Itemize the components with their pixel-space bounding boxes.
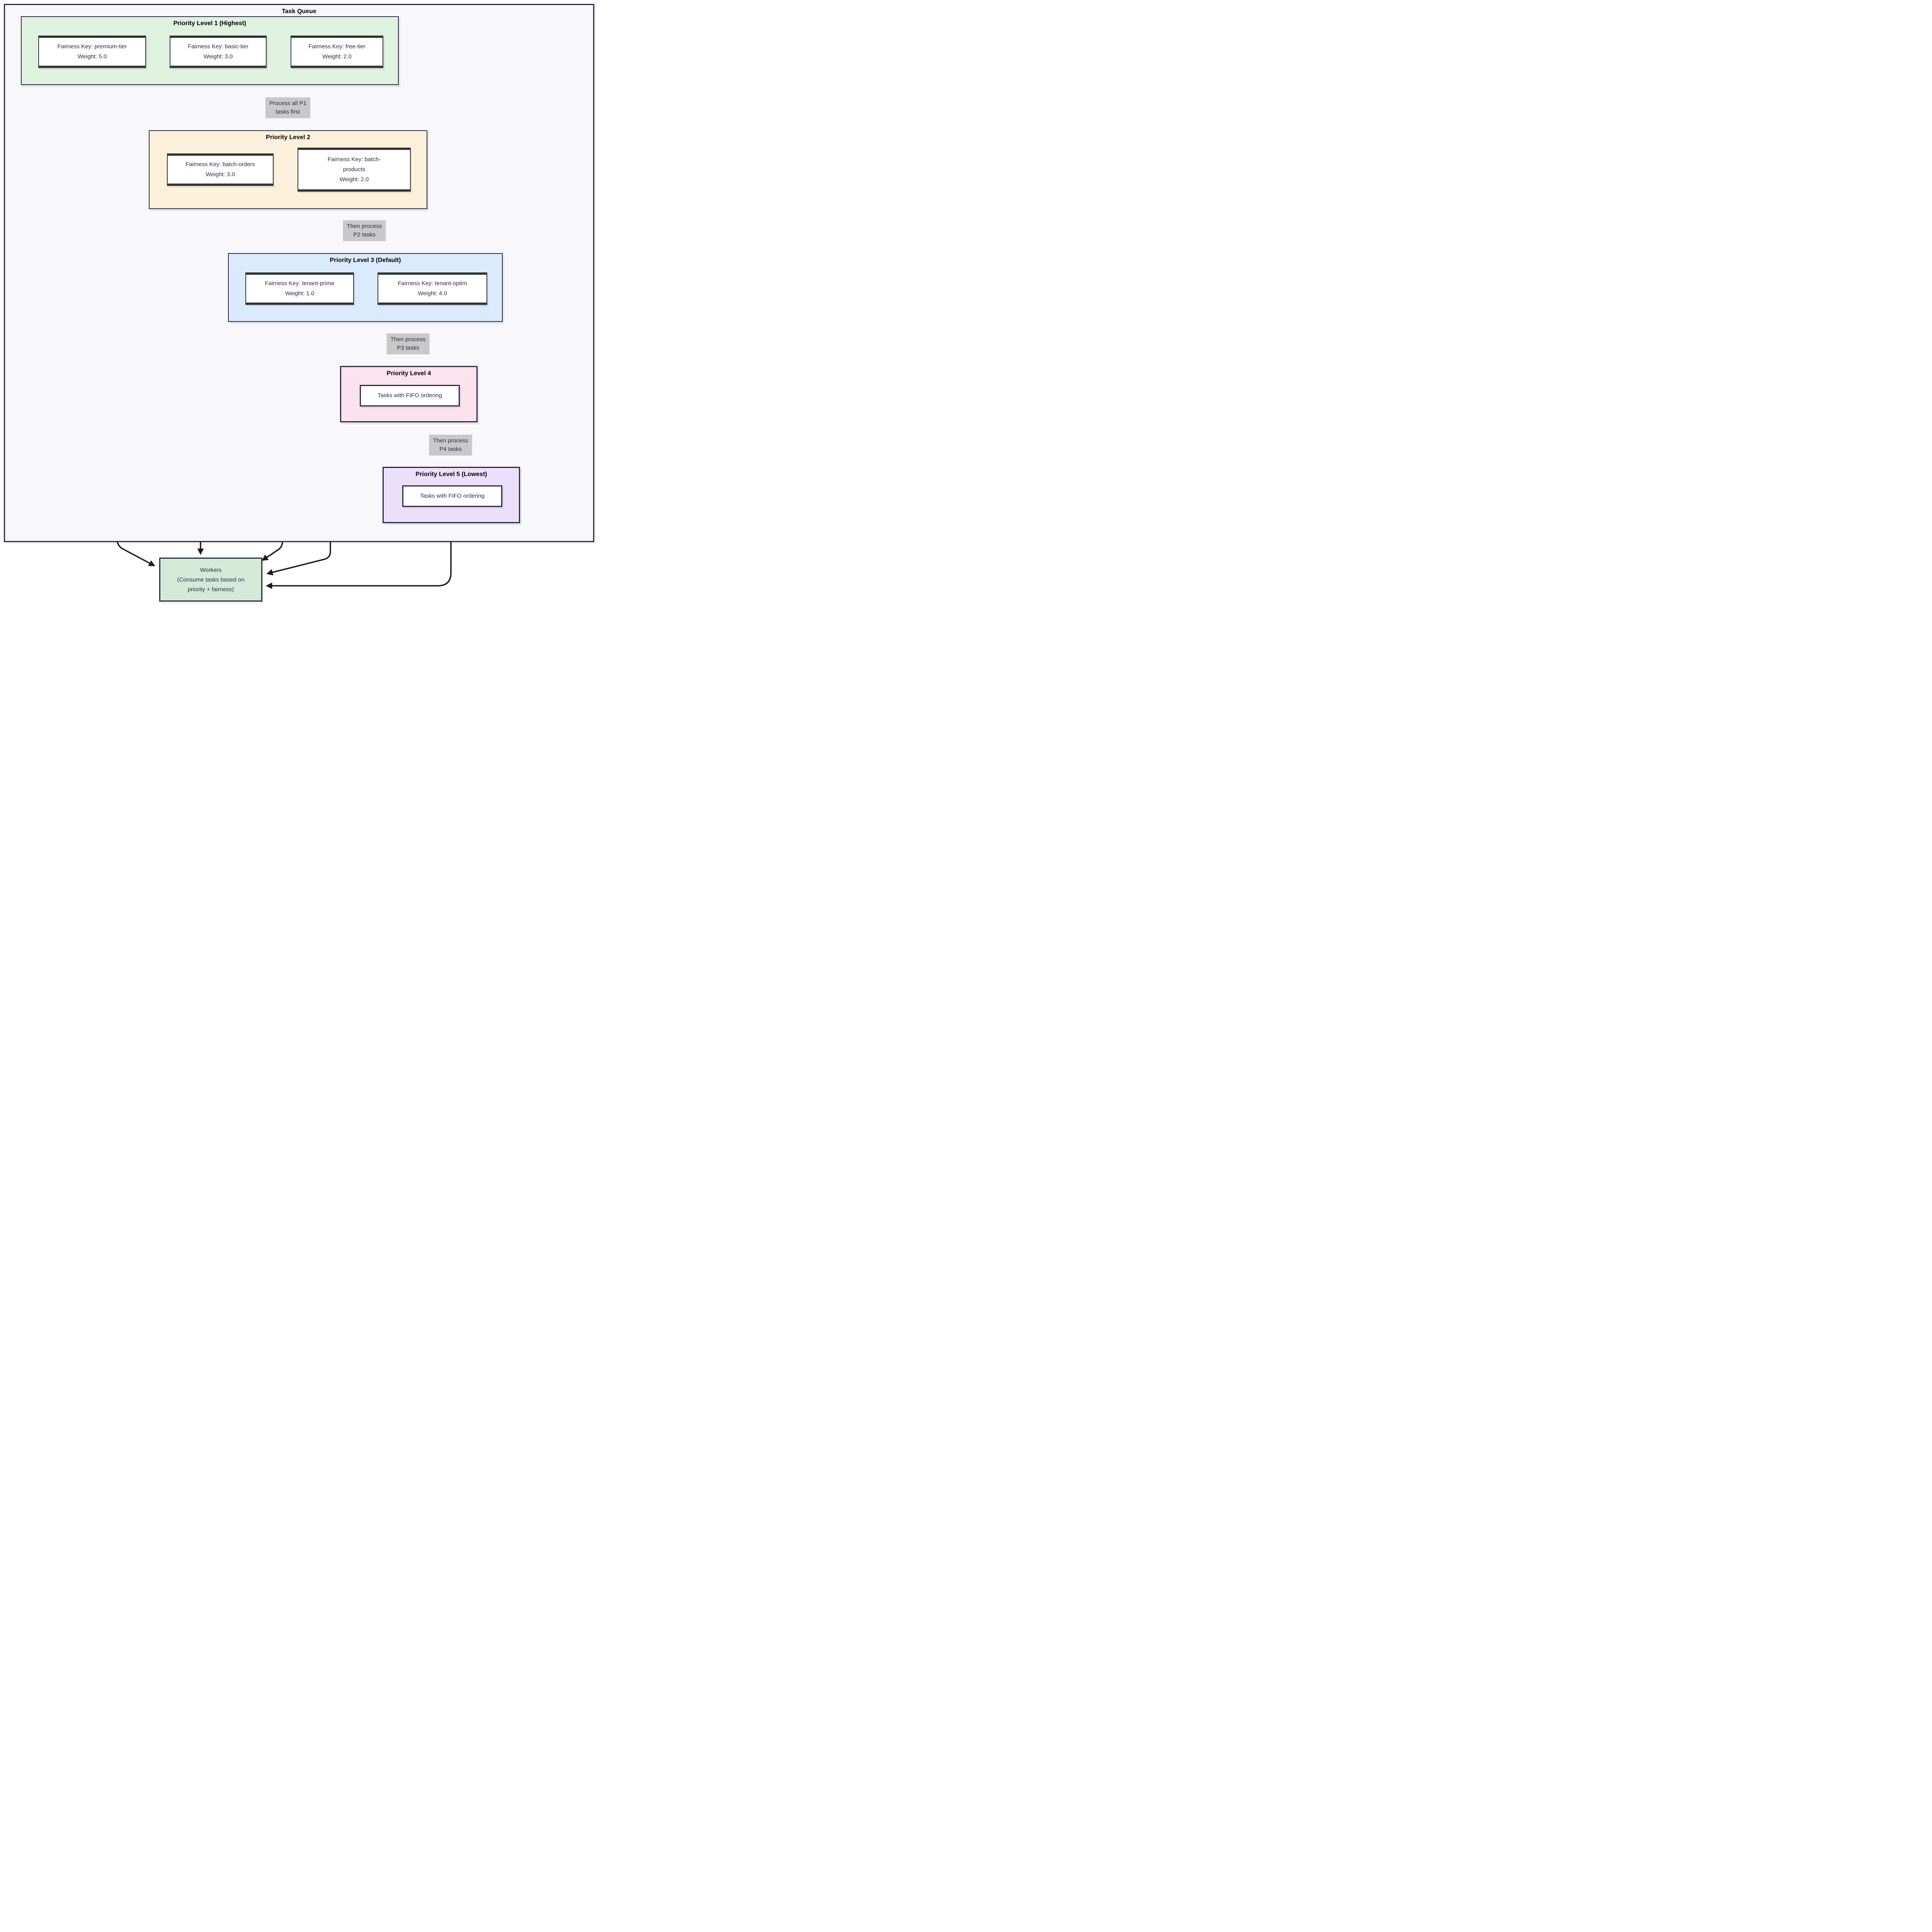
- cluster-priority-2: Priority Level 2 Fairness Key: batch-ord…: [149, 130, 427, 209]
- workers-line: priority + fairness): [187, 586, 234, 593]
- edge-label-process-p4: Then process P4 tasks: [429, 435, 472, 456]
- node-line: Weight: 5.0: [77, 53, 107, 60]
- cluster-priority-3-title: Priority Level 3 (Default): [330, 257, 401, 264]
- node-line: Weight: 2.0: [322, 53, 352, 60]
- node-line: Tasks with FIFO ordering: [420, 493, 485, 499]
- node-tenant-prime: Fairness Key: tenant-prime Weight: 1.0: [245, 272, 354, 305]
- mermaid-diagram: Task Queue Priority Level 1 (Highest) Fa…: [0, 0, 597, 605]
- node-tenant-optim: Fairness Key: tenant-optim Weight: 4.0: [378, 272, 487, 305]
- cluster-priority-4: Priority Level 4 Tasks with FIFO orderin…: [340, 366, 478, 422]
- node-batch-orders: Fairness Key: batch-orders Weight: 3.0: [167, 153, 274, 186]
- node-line: Weight: 3.0: [203, 53, 233, 60]
- node-line: Fairness Key: batch-orders: [185, 161, 255, 168]
- cluster-priority-1: Priority Level 1 (Highest) Fairness Key:…: [21, 16, 399, 85]
- node-line: Tasks with FIFO ordering: [378, 392, 442, 399]
- node-line: Fairness Key: batch-: [327, 156, 381, 163]
- node-basic-tier: Fairness Key: basic-tier Weight: 3.0: [170, 36, 267, 68]
- cluster-priority-5-title: Priority Level 5 (Lowest): [415, 471, 487, 478]
- edge-label-line: Process all P1: [269, 100, 306, 107]
- node-line: Fairness Key: premium-tier: [57, 43, 127, 50]
- edge-label-line: Then process: [347, 223, 382, 230]
- cluster-priority-1-title: Priority Level 1 (Highest): [173, 20, 247, 27]
- workers-line: (Consume tasks based on: [177, 576, 245, 583]
- node-line: Fairness Key: tenant-optim: [398, 280, 467, 287]
- node-line: Weight: 4.0: [418, 290, 447, 297]
- edge-p5-to-workers: [265, 523, 452, 589]
- edge-label-line: P3 tasks: [397, 345, 419, 351]
- node-line: Weight: 3.0: [206, 171, 235, 178]
- edge-label-process-p1: Process all P1 tasks first: [265, 97, 310, 118]
- workers-node: Workers (Consume tasks based on priority…: [159, 558, 262, 602]
- cluster-priority-5: Priority Level 5 (Lowest) Tasks with FIF…: [383, 467, 520, 523]
- edge-label-line: Then process: [390, 336, 426, 343]
- node-line: Weight: 1.0: [285, 290, 315, 297]
- node-premium-tier: Fairness Key: premium-tier Weight: 5.0: [38, 36, 146, 68]
- edge-label-line: tasks first: [276, 109, 300, 115]
- edge-label-line: P4 tasks: [439, 446, 462, 452]
- node-line: Weight: 2.0: [339, 176, 369, 183]
- workers-line: Workers: [200, 566, 222, 573]
- node-free-tier: Fairness Key: free-tier Weight: 2.0: [291, 36, 383, 68]
- node-line: Fairness Key: tenant-prime: [265, 280, 335, 287]
- cluster-priority-4-title: Priority Level 4: [386, 370, 431, 377]
- edge-label-process-p2: Then process P2 tasks: [343, 220, 386, 241]
- edge-label-line: Then process: [433, 437, 468, 444]
- cluster-priority-2-title: Priority Level 2: [266, 134, 310, 141]
- node-fifo-p4: Tasks with FIFO ordering: [360, 385, 460, 406]
- edge-label-line: P2 tasks: [353, 231, 376, 238]
- task-queue-title: Task Queue: [282, 8, 316, 15]
- edge-label-process-p3: Then process P3 tasks: [386, 333, 430, 354]
- node-line: Fairness Key: basic-tier: [188, 43, 248, 50]
- node-line: Fairness Key: free-tier: [308, 43, 366, 50]
- node-line: products: [343, 166, 366, 173]
- node-fifo-p5: Tasks with FIFO ordering: [402, 485, 502, 507]
- node-batch-products: Fairness Key: batch- products Weight: 2.…: [298, 148, 411, 192]
- cluster-priority-3: Priority Level 3 (Default) Fairness Key:…: [228, 253, 503, 322]
